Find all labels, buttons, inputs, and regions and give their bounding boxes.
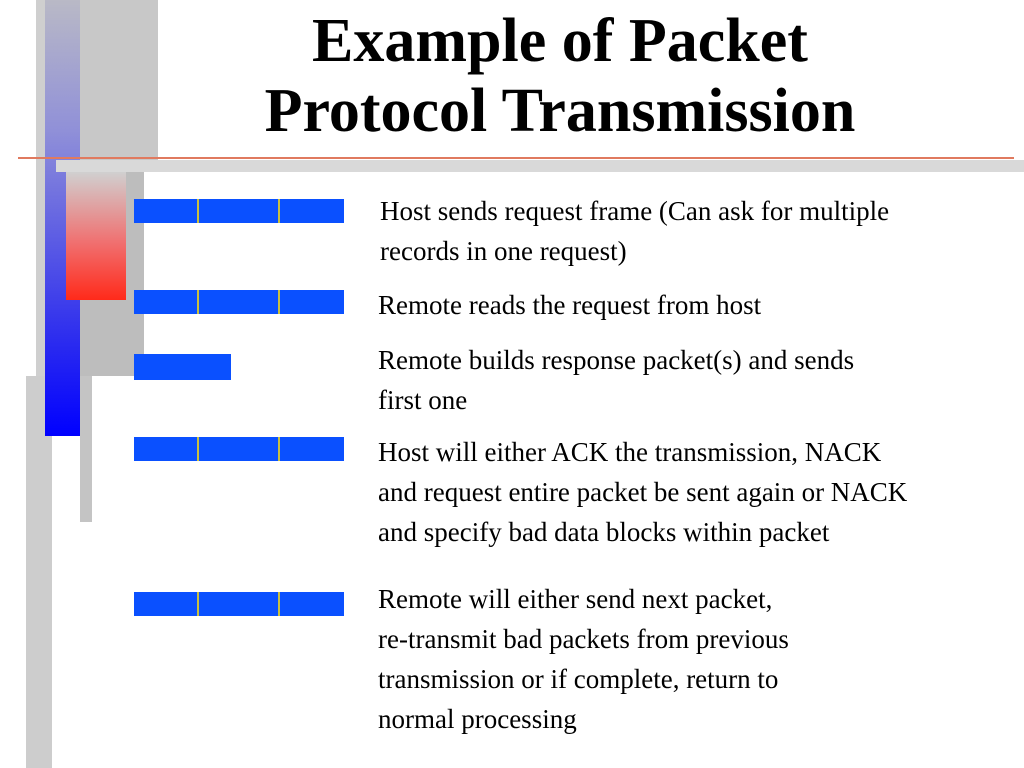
frame-icon-request: [134, 199, 344, 223]
frame-segment: [134, 354, 231, 380]
frame-segment: [280, 437, 344, 461]
slide-title: Example of Packet Protocol Transmission: [160, 6, 960, 146]
slide-title-line2: Protocol Transmission: [264, 77, 856, 145]
frame-segment: [280, 290, 344, 314]
frame-segment: [134, 592, 199, 616]
frame-icon-read: [134, 290, 344, 314]
frame-icon-ack: [134, 437, 344, 461]
slide-title-line1: Example of Packet: [312, 7, 808, 75]
frame-icon-response: [134, 354, 231, 380]
frame-segment: [280, 592, 344, 616]
frame-segment: [134, 437, 199, 461]
step-1-text: Host sends request frame (Can ask for mu…: [380, 196, 890, 266]
frame-segment: [134, 290, 199, 314]
frame-segment: [199, 290, 280, 314]
decor-gray-panel-long: [26, 376, 52, 768]
decor-gray-panel-lower: [80, 376, 92, 522]
frame-segment: [280, 199, 344, 223]
step-2-text: Remote reads the request from host: [378, 290, 762, 320]
frame-icon-next: [134, 592, 344, 616]
frame-segment: [199, 592, 280, 616]
step-4-text: Host will either ACK the transmission, N…: [378, 437, 908, 547]
decor-gray-shadow-strip: [56, 160, 1024, 172]
frame-segment: [199, 437, 280, 461]
step-5-text: Remote will either send next packet, re-…: [378, 584, 789, 734]
title-divider: [18, 157, 1014, 159]
step-3-text: Remote builds response packet(s) and sen…: [378, 345, 855, 415]
frame-segment: [199, 199, 280, 223]
frame-segment: [134, 199, 199, 223]
decor-red-gradient-block: [66, 172, 126, 300]
